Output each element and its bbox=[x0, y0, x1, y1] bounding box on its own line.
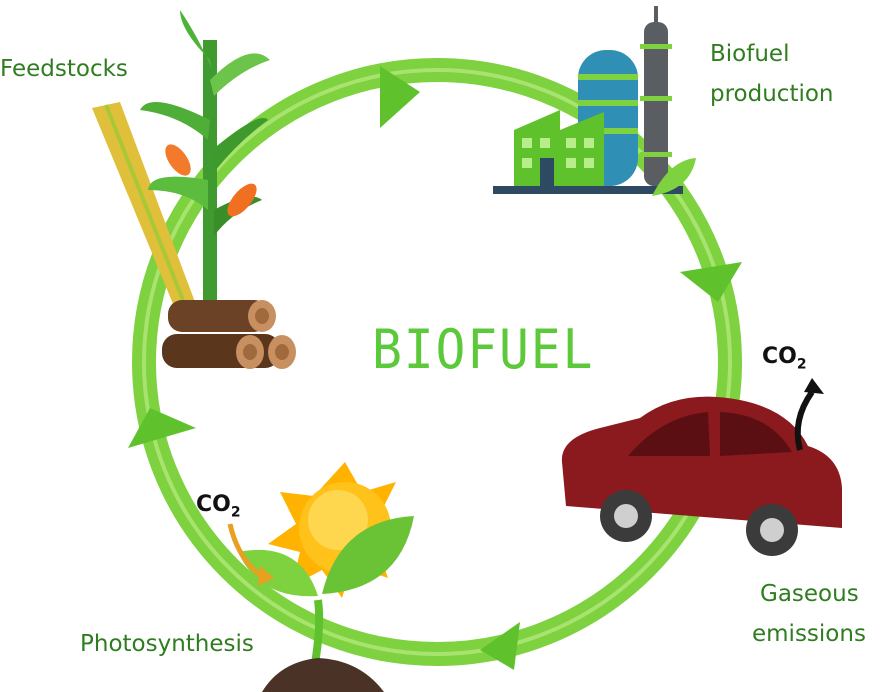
arrow-right bbox=[680, 262, 742, 302]
co2-base: CO bbox=[762, 344, 797, 369]
label-gaseous-emissions-line1: Gaseous bbox=[760, 581, 859, 607]
label-gaseous-emissions-line2: emissions bbox=[752, 621, 866, 647]
co2-subscript: 2 bbox=[796, 356, 807, 373]
co2-base: CO bbox=[196, 492, 231, 517]
co2-subscript: 2 bbox=[230, 504, 241, 521]
co2-emission-label: CO2 bbox=[762, 344, 807, 372]
co2-absorption-label: CO2 bbox=[196, 492, 241, 520]
diagram-title: BIOFUEL bbox=[372, 318, 595, 381]
arrow-bottom bbox=[480, 622, 520, 670]
label-biofuel-production-line1: Biofuel bbox=[710, 41, 790, 67]
label-photosynthesis: Photosynthesis bbox=[80, 631, 254, 657]
label-biofuel-production-line2: production bbox=[710, 81, 834, 107]
photosynthesis-illustration bbox=[227, 462, 414, 692]
label-feedstocks: Feedstocks bbox=[0, 56, 128, 82]
arrow-top bbox=[380, 66, 420, 128]
refinery-illustration bbox=[493, 6, 696, 196]
feedstocks-illustration bbox=[92, 10, 296, 369]
car-illustration bbox=[561, 378, 842, 556]
arrow-left bbox=[128, 408, 196, 448]
